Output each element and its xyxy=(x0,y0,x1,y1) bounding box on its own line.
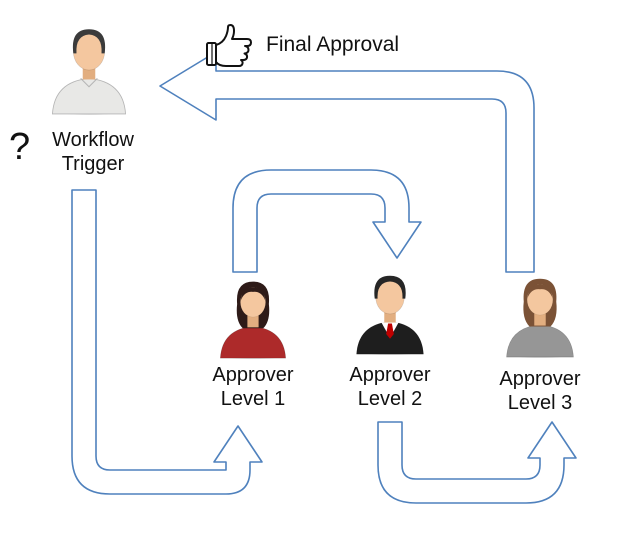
person-icon xyxy=(220,281,286,360)
trigger-to-approver1-arrow xyxy=(71,189,263,495)
final-approval-label: Final Approval xyxy=(266,33,400,56)
approver-1-label: Approver Level 1 xyxy=(212,364,294,411)
approver-1-figure xyxy=(211,276,295,360)
question-mark-icon: ? xyxy=(9,126,31,168)
approver2-to-approver3-arrow xyxy=(377,421,577,504)
approver-3-figure xyxy=(497,273,583,359)
workflow-trigger-figure xyxy=(42,22,136,116)
approver1-to-approver2-arrow xyxy=(232,169,422,273)
approver-3-label: Approver Level 3 xyxy=(499,368,581,415)
approver-2-label: Approver Level 2 xyxy=(349,364,431,411)
approver-2-figure xyxy=(347,270,433,356)
person-icon xyxy=(506,278,574,359)
final-approval-arrow xyxy=(159,51,535,273)
person-icon xyxy=(51,29,127,115)
workflow-trigger-label: Workflow Trigger xyxy=(52,129,134,176)
person-icon xyxy=(356,275,424,356)
thumbs-up-icon xyxy=(204,23,256,69)
